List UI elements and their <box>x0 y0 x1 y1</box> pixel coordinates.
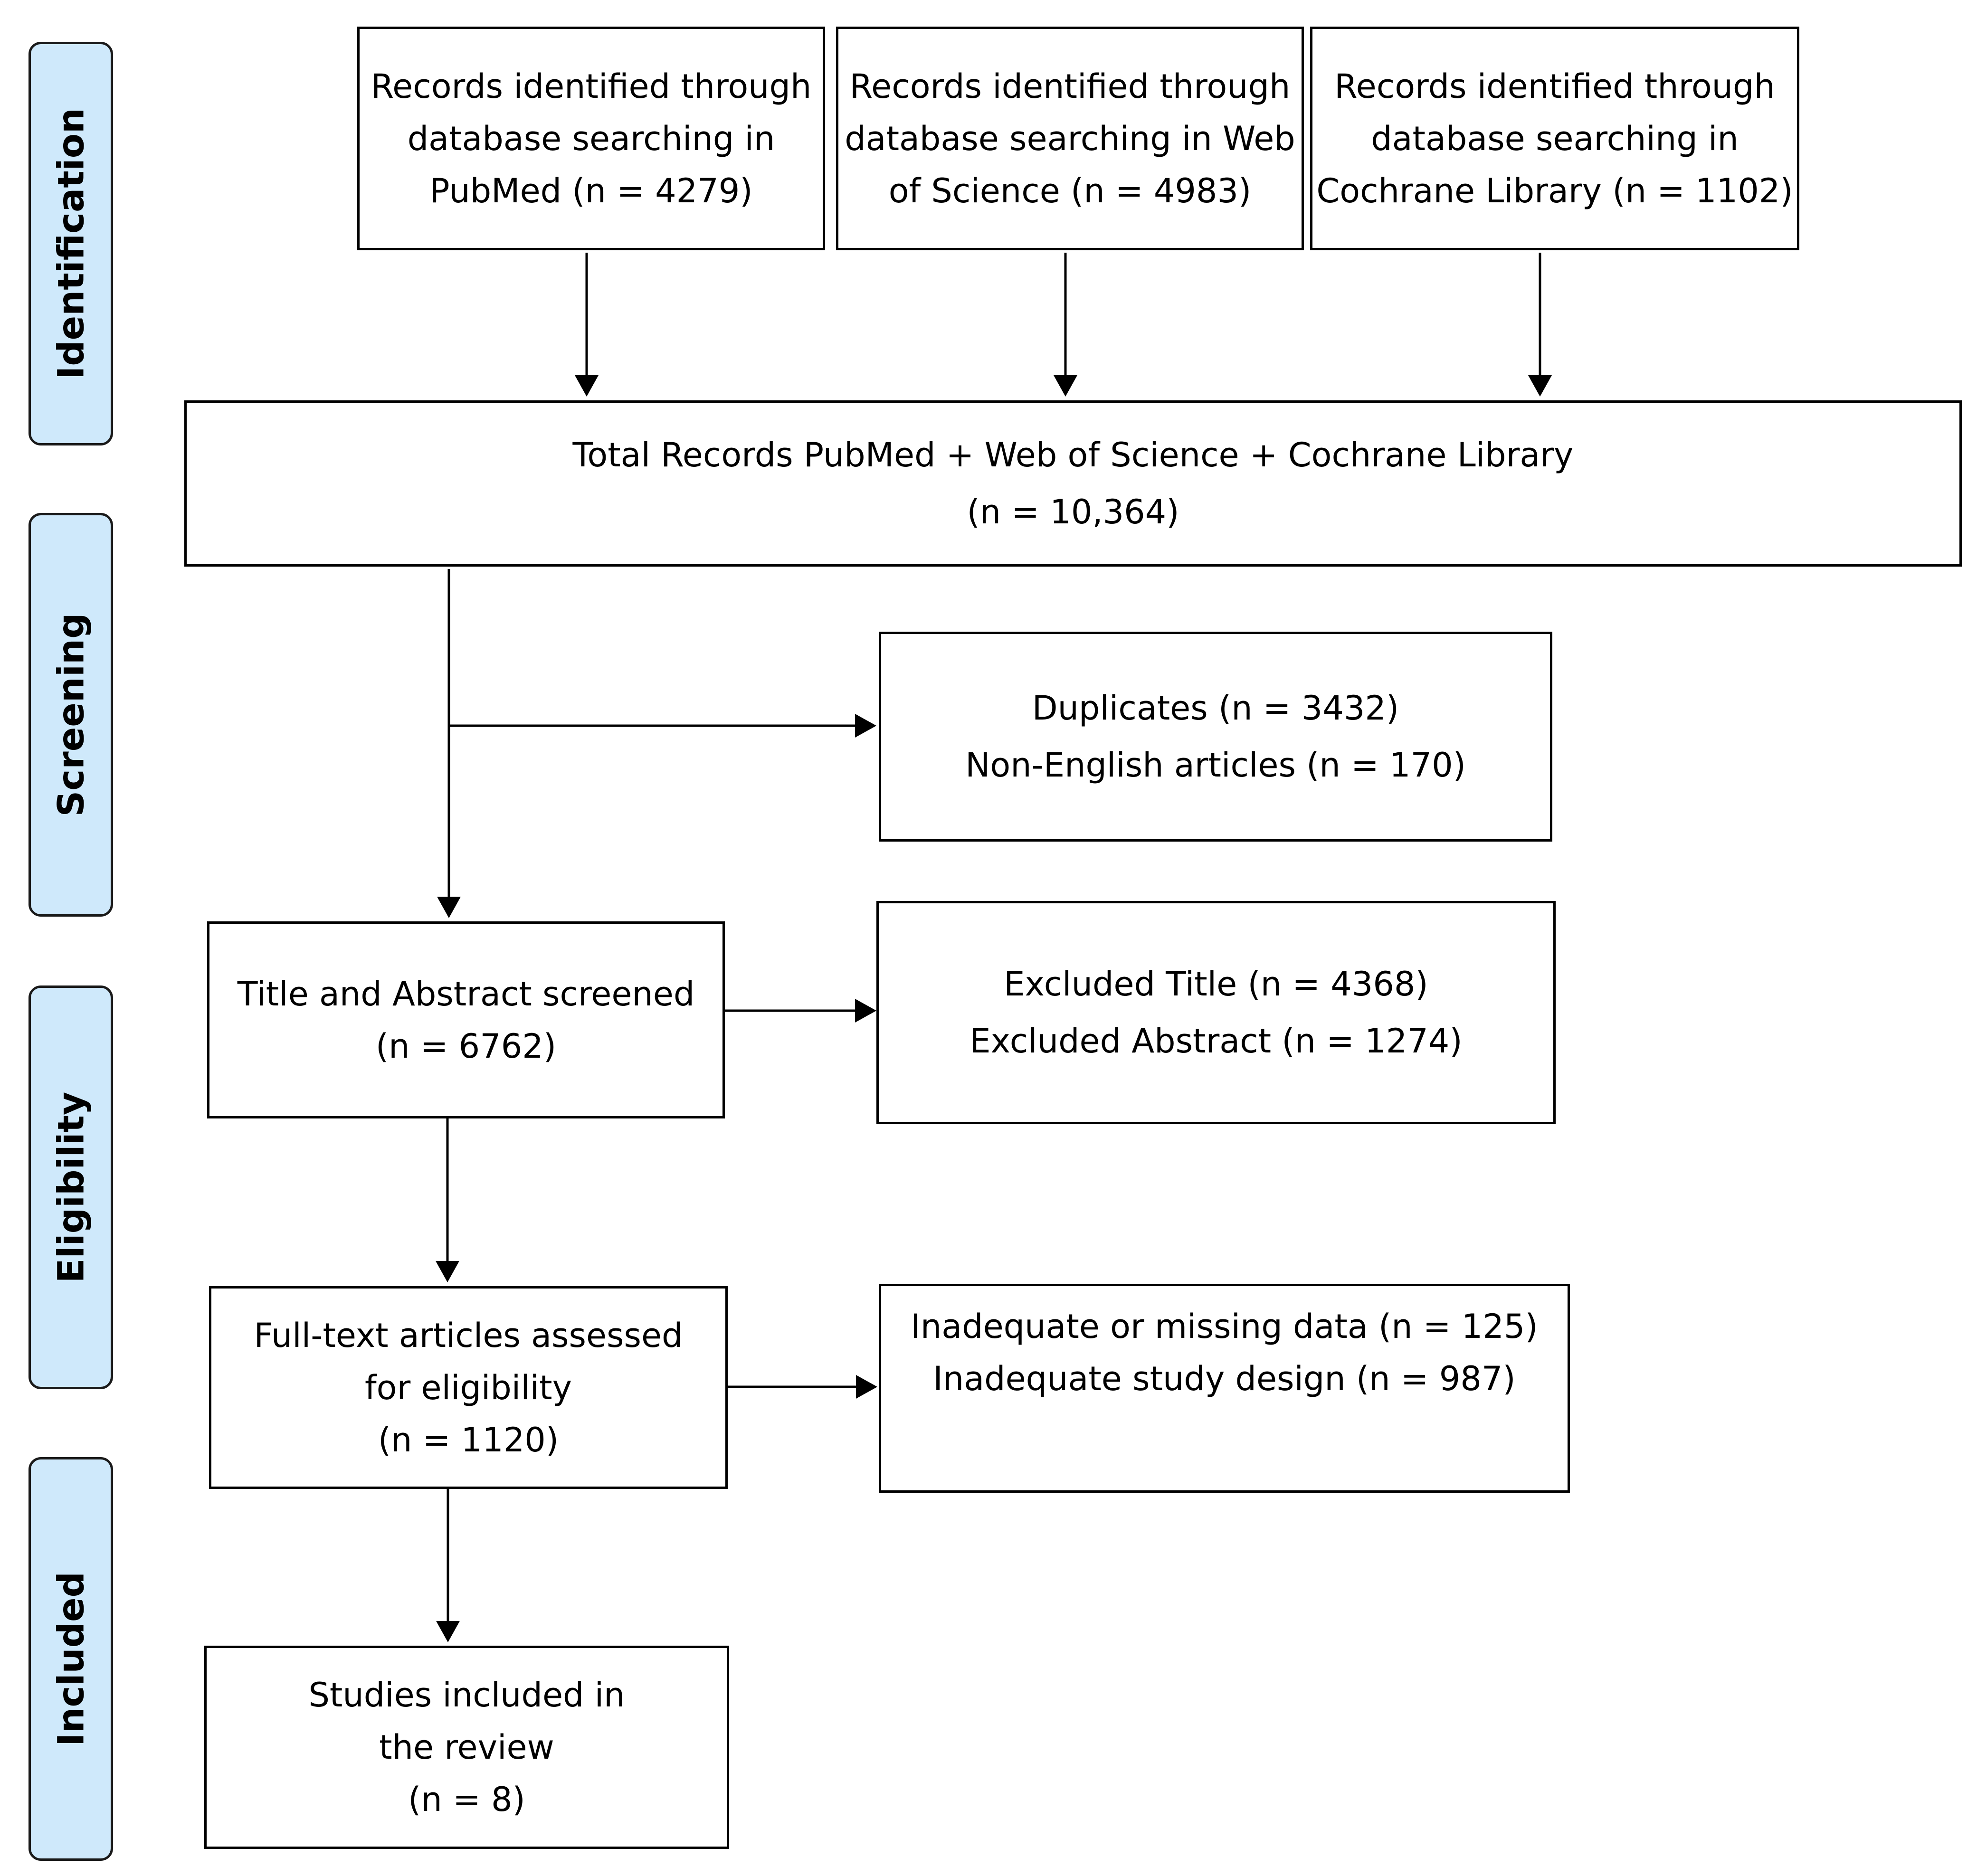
title-abstract-line-2: (n = 6762) <box>375 1026 557 1066</box>
arrowhead-title-abstract <box>437 897 461 918</box>
fulltext-line-1: Full-text articles assessed <box>254 1316 683 1355</box>
arrowhead-excluded <box>855 999 876 1023</box>
pubmed-line-2: database searching in <box>407 119 775 158</box>
fulltext-line-3: (n = 1120) <box>378 1420 559 1459</box>
cochrane-records-box: Records identified through database sear… <box>1310 27 1799 250</box>
cochrane-line-1: Records identified through <box>1334 66 1775 106</box>
duplicates-line-2: Non-English articles (n = 170) <box>965 746 1466 785</box>
arrowhead-wos <box>1054 375 1077 397</box>
wos-line-1: Records identified through <box>849 66 1291 106</box>
wos-line-2: database searching in Web <box>845 119 1295 158</box>
cochrane-line-2: database searching in <box>1371 119 1739 158</box>
phase-included: Included <box>29 1457 113 1861</box>
fulltext-assessed-box: Full-text articles assessed for eligibil… <box>209 1286 728 1489</box>
title-abstract-line-1: Title and Abstract screened <box>237 974 695 1014</box>
duplicates-line-1: Duplicates (n = 3432) <box>1032 689 1399 728</box>
included-line-2: the review <box>379 1728 554 1767</box>
pubmed-line-3: PubMed (n = 4279) <box>429 171 753 210</box>
arrowhead-fulltext <box>436 1261 459 1282</box>
phase-eligibility: Eligibility <box>29 985 113 1389</box>
included-line-3: (n = 8) <box>408 1780 525 1819</box>
arrowhead-cochrane <box>1528 375 1552 397</box>
pubmed-records-box: Records identified through database sear… <box>357 27 825 250</box>
excluded-title-abstract-box: Excluded Title (n = 4368) Excluded Abstr… <box>876 901 1556 1124</box>
inadequate-box: Inadequate or missing data (n = 125) Ina… <box>879 1284 1570 1493</box>
excluded-line-2: Excluded Abstract (n = 1274) <box>969 1022 1463 1061</box>
included-line-1: Studies included in <box>308 1676 625 1715</box>
wos-line-3: of Science (n = 4983) <box>888 171 1252 210</box>
total-line-2: (n = 10,364) <box>967 493 1179 531</box>
inadequate-line-2: Inadequate study design (n = 987) <box>933 1359 1516 1398</box>
total-line-1: Total Records PubMed + Web of Science + … <box>572 436 1574 474</box>
phase-identification: Identification <box>29 42 113 445</box>
fulltext-line-2: for eligibility <box>365 1368 572 1407</box>
excluded-line-1: Excluded Title (n = 4368) <box>1004 965 1428 1004</box>
arrowhead-pubmed <box>575 375 599 397</box>
arrowhead-included <box>436 1621 460 1642</box>
title-abstract-screened-box: Title and Abstract screened (n = 6762) <box>207 921 725 1118</box>
total-records-box: Total Records PubMed + Web of Science + … <box>184 400 1962 567</box>
duplicates-box: Duplicates (n = 3432) Non-English articl… <box>879 632 1552 842</box>
cochrane-line-3: Cochrane Library (n = 1102) <box>1316 171 1793 210</box>
arrowhead-inadequate <box>856 1375 877 1399</box>
arrowhead-duplicates <box>855 714 876 738</box>
wos-records-box: Records identified through database sear… <box>836 27 1304 250</box>
pubmed-line-1: Records identified through <box>371 66 812 106</box>
inadequate-line-1: Inadequate or missing data (n = 125) <box>911 1307 1538 1346</box>
studies-included-box: Studies included in the review (n = 8) <box>204 1646 729 1849</box>
phase-screening: Screening <box>29 513 113 917</box>
